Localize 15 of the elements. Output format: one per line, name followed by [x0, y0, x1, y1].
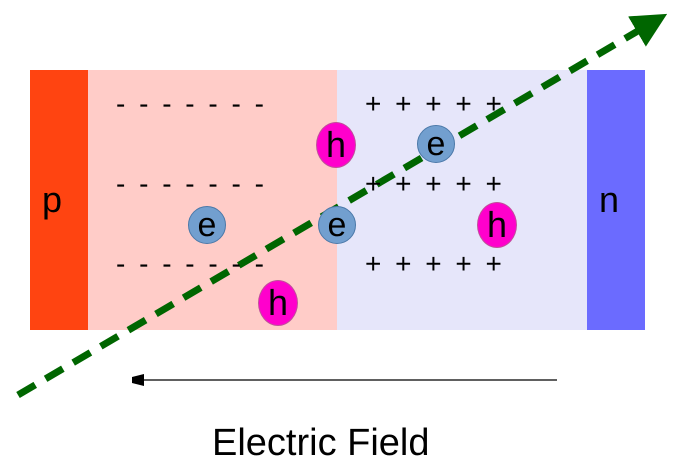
hole-circle: h [477, 202, 517, 248]
charge-row: + + + + + [365, 170, 505, 198]
charge-row: - - - - - - - [116, 250, 267, 278]
region-label: n [599, 182, 620, 218]
p-region [30, 70, 88, 330]
charge-row: - - - - - - - [116, 170, 267, 198]
electron-circle: e [417, 125, 455, 163]
charge-row: + + + + + [365, 90, 505, 118]
charge-row: + + + + + [365, 250, 505, 278]
region-label: p [42, 182, 62, 218]
hole-circle: h [258, 280, 298, 326]
axis-caption: Electric Field [212, 424, 430, 462]
electron-circle: e [188, 206, 226, 244]
n-region [587, 70, 645, 330]
charge-row: - - - - - - - [116, 90, 267, 118]
